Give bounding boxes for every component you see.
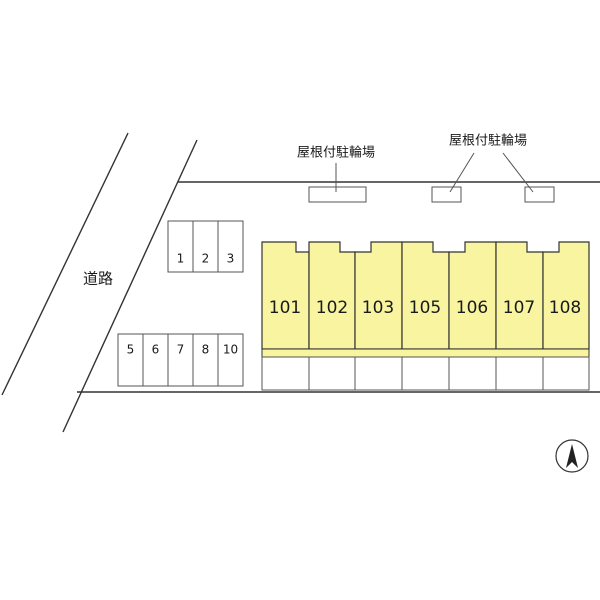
balcony-strip: [261, 348, 590, 358]
unit-block: [261, 241, 310, 350]
unit-number: 106: [456, 298, 488, 318]
unit-block: [308, 241, 356, 350]
bike-parking-pointer-2b: [502, 152, 534, 193]
unit-block: [401, 241, 450, 350]
parking-space-label: 1: [177, 252, 185, 266]
north-arrow-icon: [555, 439, 589, 473]
road-edge-right: [62, 139, 198, 433]
bike-parking-annotations: 屋根付駐輪場 屋根付駐輪場: [297, 133, 555, 203]
unit-number: 105: [409, 298, 441, 318]
bike-parking-label-2: 屋根付駐輪場: [449, 133, 527, 149]
garden-plot: [261, 356, 310, 391]
parking-row-2: 5 6 7 8 10: [117, 333, 244, 387]
parking-space: [217, 333, 244, 387]
unit-number: 101: [269, 298, 301, 318]
bike-parking-pointer-2a: [449, 152, 475, 193]
parking-space-label: 5: [127, 343, 135, 357]
unit-block: [542, 241, 590, 350]
parking-space: [217, 220, 244, 273]
bike-parking-shed-3: [524, 186, 555, 203]
garden-plot: [495, 356, 544, 391]
parking-space-label: 2: [202, 252, 210, 266]
building: 101 102 103 105 106 107 108: [261, 241, 590, 391]
unit-number: 102: [316, 298, 348, 318]
garden-plot: [308, 356, 356, 391]
unit-block: [495, 241, 544, 350]
garden-plot: [354, 356, 403, 391]
garden-plots: [261, 356, 590, 391]
road-edge-left: [1, 132, 129, 396]
parking-space-label: 8: [202, 343, 210, 357]
garden-plot: [448, 356, 497, 391]
unit-block: [448, 241, 497, 350]
road: 道路: [1, 132, 198, 433]
bike-parking-label-1: 屋根付駐輪場: [297, 145, 375, 161]
unit-number: 107: [503, 298, 535, 318]
unit-number: 108: [549, 298, 581, 318]
parking-space-label: 3: [227, 252, 235, 266]
bike-parking-shed-1: [308, 186, 367, 203]
bike-parking-shed-2: [431, 186, 462, 203]
parking-space-label: 10: [223, 343, 238, 357]
parking-space-label: 6: [152, 343, 160, 357]
road-label: 道路: [83, 270, 113, 288]
site-boundary: [77, 181, 600, 393]
unit-block: [354, 241, 403, 350]
parking-space-label: 7: [177, 343, 185, 357]
garden-plot: [401, 356, 450, 391]
garden-plot: [542, 356, 590, 391]
unit-number: 103: [362, 298, 394, 318]
parking-row-1: 1 2 3: [167, 220, 244, 273]
